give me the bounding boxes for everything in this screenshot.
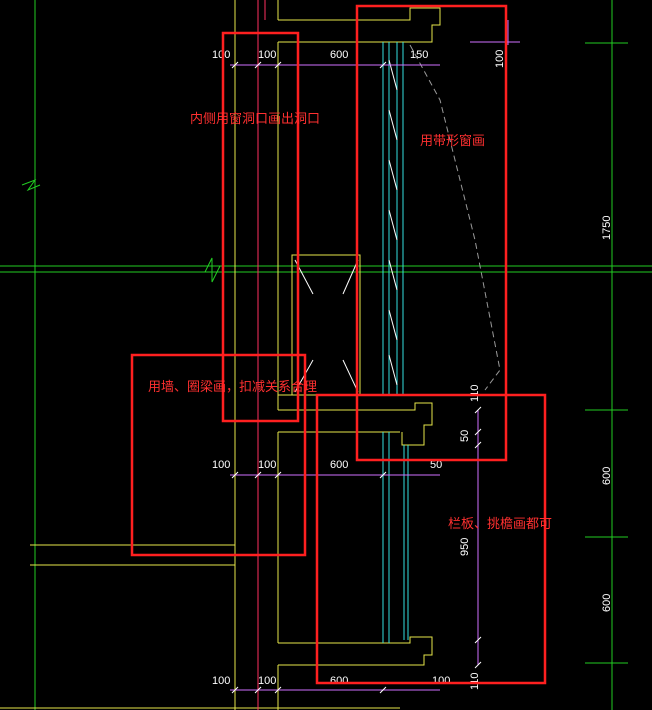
dim-right-1750: 1750 [601,216,613,240]
parapet-profiles [400,7,441,666]
dim-right-top: 100 [494,50,506,68]
annotation-box-railing [315,393,547,685]
glass-hatch [388,59,398,386]
glazing-lines [382,42,409,643]
window-swing-dashed [409,44,501,391]
annotation-boxes [130,4,547,685]
dim-mid-1: 100 [212,459,230,471]
dim-side-50: 50 [459,430,471,442]
break-symbol-center [204,257,221,283]
dim-top-2: 100 [258,49,276,61]
dimension-lines [230,20,520,691]
dim-bottom-3: 600 [330,675,348,687]
dim-top-4: 150 [410,49,428,61]
annotation-box-strip-window [355,4,508,462]
dim-top-1: 100 [212,49,230,61]
dim-mid-4: 50 [430,459,442,471]
break-symbol-left [21,178,41,192]
dim-mid-2: 100 [258,459,276,471]
dim-top-3: 600 [330,49,348,61]
dim-bottom-2: 100 [258,675,276,687]
annotation-strip-window: 用带形窗画 [420,134,486,149]
annotation-inner-window: 内侧用窗洞口画出洞口 [190,112,321,127]
annotation-railing-eave: 栏板、挑檐画都可 [448,517,553,532]
dim-side-110-b: 110 [469,672,481,690]
dim-right-600-b: 600 [601,594,613,612]
dim-side-110: 110 [469,384,481,402]
dim-bottom-1: 100 [212,675,230,687]
dimension-ticks [231,61,482,694]
annotation-wall-ring-beam: 用墙、圈梁画，扣减关系合理 [148,380,318,395]
dim-bottom-4: 100 [432,675,450,687]
dim-right-600-a: 600 [601,467,613,485]
dim-mid-3: 600 [330,459,348,471]
dim-side-950: 950 [459,538,471,556]
annotation-box-inner-window [221,31,300,423]
annotation-box-wall [130,353,307,557]
